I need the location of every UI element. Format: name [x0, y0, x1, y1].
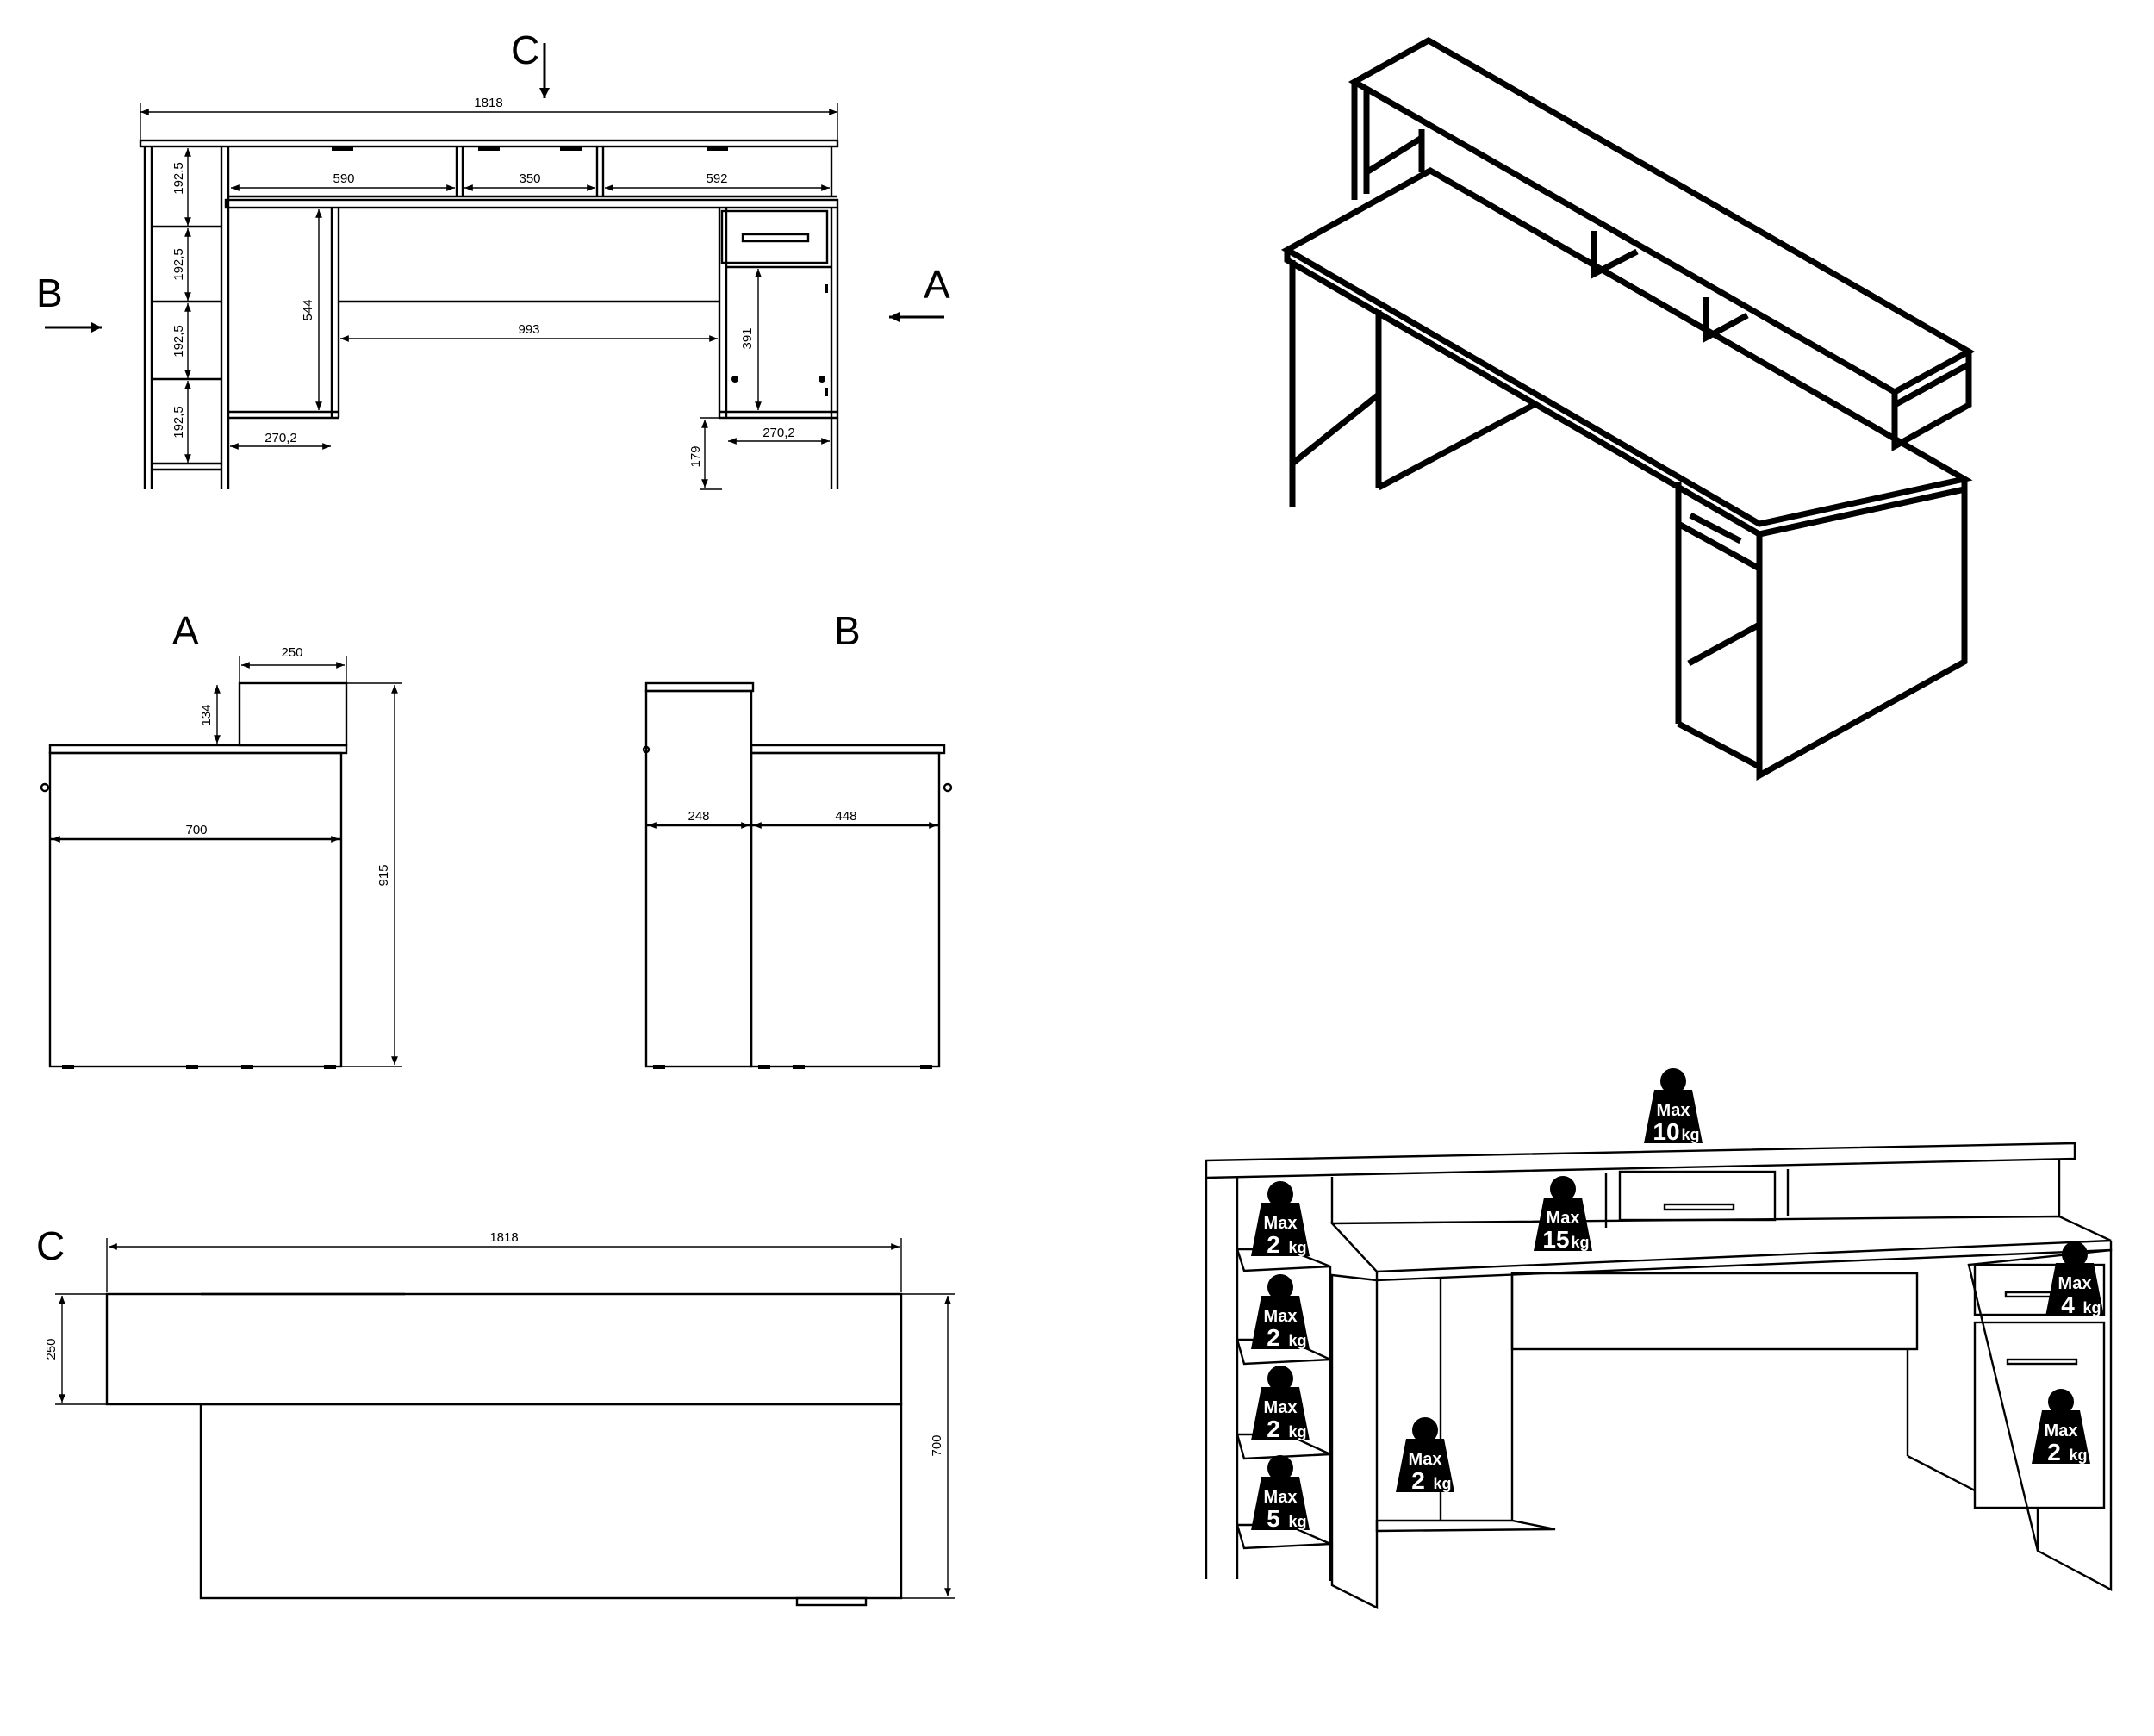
weight-value: 2 [1411, 1467, 1425, 1494]
dim-top-left: 590 [333, 171, 354, 186]
weight-unit: kg [1288, 1332, 1306, 1349]
dim-top-right: 592 [706, 171, 727, 186]
weight-max-label: Max [1264, 1398, 1298, 1417]
top-view-c: C 1818 250 700 [36, 1223, 955, 1607]
weight-max-label: Max [1264, 1488, 1298, 1507]
dim-b-desk-depth: 448 [835, 809, 856, 824]
weight-value: 4 [2061, 1291, 2075, 1318]
dim-overall-width: 1818 [474, 96, 502, 110]
weight-tag-bookcase-3: Max 2 kg [1251, 1366, 1310, 1442]
weight-max-label: Max [2058, 1274, 2092, 1293]
view-arrow-a-label: A [924, 262, 950, 307]
weight-tag-bookcase-bottom: Max 5 kg [1251, 1455, 1310, 1532]
weight-value: 2 [1267, 1231, 1280, 1258]
dim-shelf-3: 192,5 [171, 325, 186, 358]
view-arrow-c-label: C [511, 28, 539, 72]
side-view-b: B 248 448 [642, 608, 953, 1069]
top-view-c-label: C [36, 1223, 65, 1268]
weight-value: 10 [1653, 1118, 1679, 1145]
weight-tag-under-desk: Max 2 kg [1396, 1417, 1454, 1494]
dim-left-base: 270,2 [265, 431, 297, 445]
weight-value: 15 [1542, 1226, 1569, 1253]
weight-value: 5 [1267, 1505, 1280, 1532]
load-capacity-view: Max 10 kg Max 15 kg Max 2 kg Max 2 kg [1205, 1068, 2113, 1609]
dim-cabinet-height: 391 [740, 327, 755, 349]
weight-unit: kg [1288, 1423, 1306, 1440]
dim-a-riser-depth: 250 [281, 645, 302, 660]
weight-max-label: Max [1657, 1101, 1690, 1120]
weight-unit: kg [1571, 1234, 1589, 1251]
weight-tag-cabinet: Max 2 kg [2032, 1389, 2090, 1465]
weight-max-label: Max [1264, 1214, 1298, 1233]
dim-top-middle: 350 [519, 171, 540, 186]
side-view-b-label: B [834, 608, 861, 653]
dim-right-base: 270,2 [763, 426, 795, 440]
dim-c-total-depth: 700 [930, 1434, 944, 1456]
dim-a-desk-depth: 700 [185, 823, 207, 837]
weight-tag-bookcase-1: Max 2 kg [1251, 1181, 1310, 1258]
front-view: C B A 1818 192,5 192,5 192,5 192,5 [36, 28, 950, 490]
weight-value: 2 [1267, 1416, 1280, 1442]
weight-unit: kg [1288, 1513, 1306, 1530]
side-view-a-label: A [172, 608, 199, 653]
weight-value: 2 [2047, 1439, 2061, 1465]
dim-b-riser-depth: 248 [688, 809, 709, 824]
dim-c-riser-depth: 250 [44, 1338, 59, 1360]
view-arrow-b-label: B [36, 271, 63, 315]
weight-max-label: Max [1409, 1450, 1442, 1469]
weight-tag-drawer: Max 4 kg [2045, 1241, 2104, 1318]
weight-unit: kg [2069, 1447, 2087, 1464]
weight-value: 2 [1267, 1324, 1280, 1351]
dim-c-overall-width: 1818 [489, 1230, 518, 1245]
dim-leg-height: 179 [688, 445, 703, 467]
dim-a-total-height: 915 [377, 864, 391, 886]
weight-unit: kg [1681, 1126, 1699, 1143]
dim-shelf-4: 192,5 [171, 406, 186, 439]
weight-tag-top-riser: Max 10 kg [1644, 1068, 1703, 1145]
dim-a-riser-height: 134 [199, 704, 214, 725]
weight-unit: kg [2082, 1299, 2101, 1316]
weight-max-label: Max [1547, 1209, 1580, 1228]
weight-unit: kg [1433, 1475, 1451, 1492]
dim-knee-width: 993 [518, 322, 539, 337]
weight-unit: kg [1288, 1239, 1306, 1256]
weight-tag-riser-shelf: Max 15 kg [1534, 1176, 1592, 1253]
dim-knee-height: 544 [301, 299, 315, 320]
dim-shelf-2: 192,5 [171, 248, 186, 281]
dim-shelf-1: 192,5 [171, 162, 186, 195]
weight-tag-bookcase-2: Max 2 kg [1251, 1274, 1310, 1351]
weight-max-label: Max [1264, 1307, 1298, 1326]
weight-max-label: Max [2045, 1422, 2078, 1440]
side-view-a: A 250 134 700 915 [40, 608, 402, 1069]
isometric-view [1280, 36, 1976, 781]
